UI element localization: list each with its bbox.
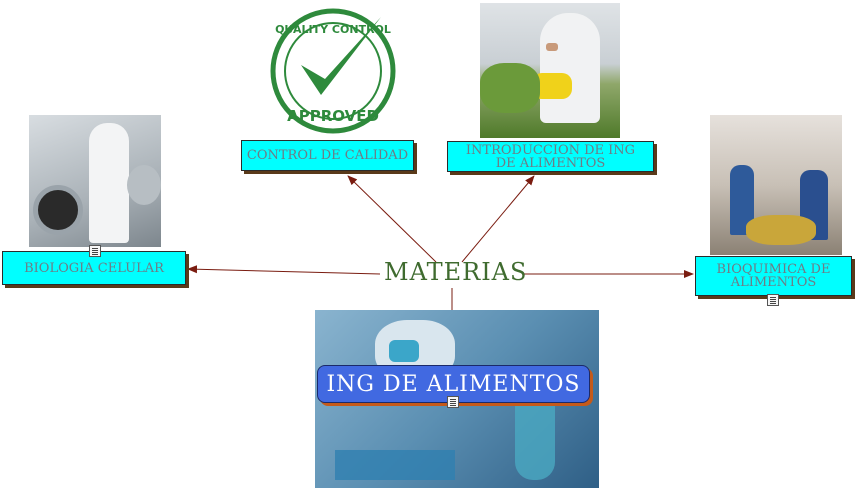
node-bioquimica-label-line1: BIOQUIMICA DE <box>716 262 831 277</box>
node-intro-label-line2: DE ALIMENTOS <box>495 155 606 171</box>
main-topic-label: ING DE ALIMENTOS <box>326 371 581 397</box>
node-intro-label-line1: INTRODUCCION DE ING <box>465 142 636 158</box>
quality-stamp-image: QUALITY CONTROL APPROVED <box>263 3 406 138</box>
stamp-line2: APPROVED <box>287 107 379 125</box>
greenhouse-worker-image <box>480 3 620 138</box>
note-icon-bioquimica[interactable] <box>767 294 779 306</box>
link-to-bio <box>187 265 381 275</box>
node-control-label: CONTROL DE CALIDAD <box>246 148 409 163</box>
node-bioquimica[interactable]: BIOQUIMICA DE ALIMENTOS <box>695 256 852 296</box>
sorting-line-image <box>710 115 842 255</box>
node-bioquimica-label-line2: ALIMENTOS <box>730 275 817 290</box>
node-bio-label: BIOLOGIA CELULAR <box>24 260 164 276</box>
node-introduccion[interactable]: INTRODUCCION DE ING DE ALIMENTOS <box>447 141 654 172</box>
center-topic-label[interactable]: MATERIAS <box>384 258 528 286</box>
note-icon-main[interactable] <box>447 396 459 408</box>
link-to-control <box>347 175 437 263</box>
stamp-line1: QUALITY CONTROL <box>275 23 391 36</box>
lab-worker-image <box>29 115 161 247</box>
note-icon-bio[interactable] <box>89 245 101 257</box>
link-to-intro <box>461 175 535 263</box>
node-control-de-calidad[interactable]: CONTROL DE CALIDAD <box>241 140 414 171</box>
